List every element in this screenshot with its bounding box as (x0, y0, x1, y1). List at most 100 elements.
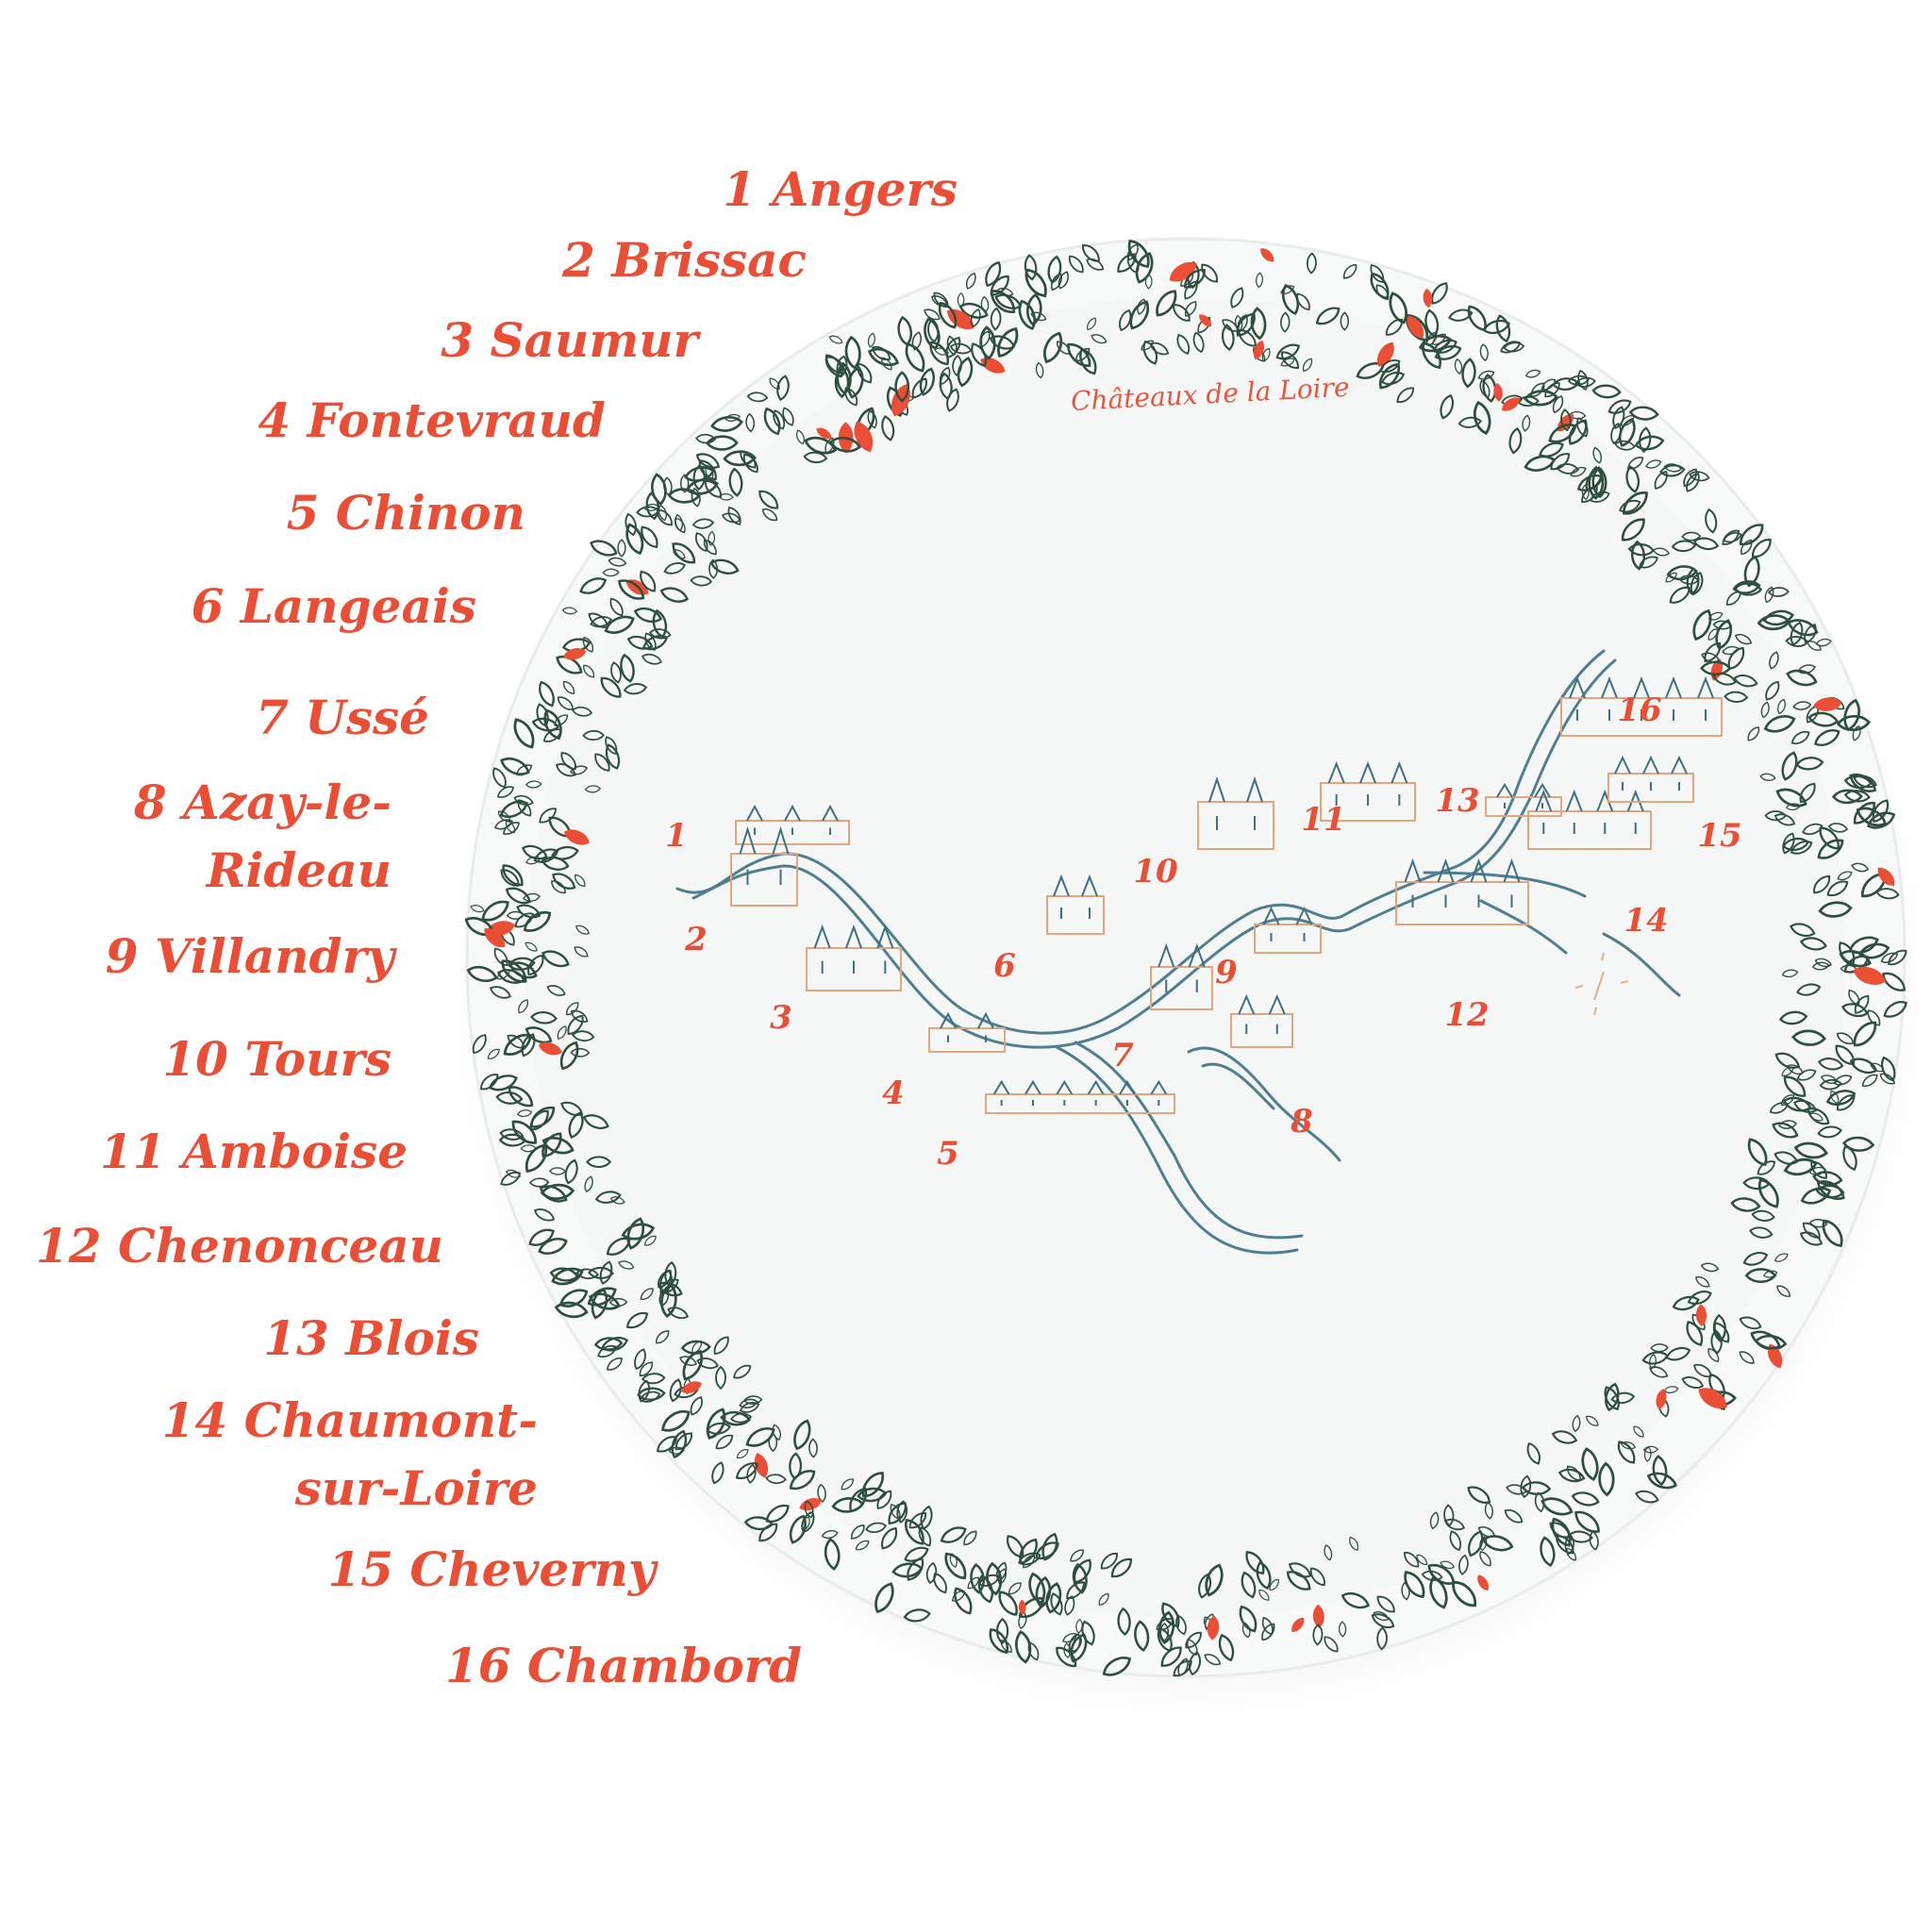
leaf-icon (1401, 1581, 1410, 1601)
leaf-icon (1302, 358, 1313, 373)
leaf-icon (1574, 376, 1596, 388)
leaf-icon (1184, 269, 1206, 289)
leaf-icon (1370, 264, 1385, 284)
leaf-icon (1482, 373, 1497, 403)
leaf-icon (1173, 304, 1191, 322)
leaf-icon (1275, 343, 1301, 360)
leaf-icon (691, 518, 715, 529)
leaf-icon (529, 1109, 549, 1131)
leaf-icon (1783, 1158, 1818, 1176)
legend-item-line: 1 Angers (723, 161, 958, 217)
flower-icon (1853, 966, 1887, 985)
leaf-icon (1712, 1313, 1726, 1342)
plate-well (525, 297, 1846, 1618)
leaf-icon (1590, 491, 1610, 503)
leaf-icon (1686, 1321, 1704, 1346)
leaf-icon (817, 1483, 826, 1503)
leaf-icon (1690, 572, 1704, 596)
leaf-icon (1625, 465, 1641, 493)
leaf-icon (1750, 1330, 1781, 1350)
leaf-icon (698, 459, 717, 481)
leaf-icon (605, 736, 618, 755)
map-number: 14 (1624, 902, 1668, 940)
leaf-icon (1341, 1592, 1371, 1609)
castle-sketch-icon (985, 1079, 1175, 1114)
leaf-icon (1566, 1465, 1581, 1481)
leaf-icon (776, 375, 790, 401)
leaf-icon (946, 335, 958, 356)
leaf-icon (564, 1158, 578, 1185)
leaf-icon (1072, 1562, 1088, 1594)
leaf-icon (1725, 591, 1741, 606)
leaf-icon (1777, 698, 1786, 715)
legend-item: 1 Angers (723, 160, 958, 219)
leaf-icon (1256, 272, 1263, 289)
legend-item-line: 13 Blois (263, 1310, 479, 1366)
leaf-icon (796, 429, 805, 445)
leaf-icon (1854, 994, 1870, 1014)
leaf-icon (533, 1208, 556, 1222)
leaf-icon (1035, 1575, 1052, 1609)
leaf-icon (1762, 609, 1794, 626)
leaf-icon (857, 362, 873, 384)
leaf-icon (639, 1361, 654, 1377)
leaf-icon (1747, 1138, 1768, 1167)
leaf-icon (1693, 1363, 1712, 1378)
leaf-icon (1763, 715, 1796, 733)
leaf-icon (575, 874, 586, 888)
leaf-icon (1883, 1001, 1907, 1018)
leaf-icon (695, 453, 721, 469)
leaf-icon (1541, 1497, 1574, 1516)
leaf-icon (1404, 1571, 1425, 1599)
leaf-icon (718, 492, 734, 501)
leaf-icon (1473, 400, 1491, 436)
leaf-icon (1840, 964, 1857, 974)
leaf-icon (695, 433, 717, 444)
leaf-icon (977, 1574, 993, 1604)
leaf-icon (793, 1419, 811, 1451)
leaf-icon (1642, 1445, 1659, 1454)
leaf-icon (1713, 1322, 1730, 1343)
leaf-icon (1043, 331, 1063, 364)
flower-icon (681, 1381, 702, 1394)
leaf-icon (758, 490, 779, 509)
leaf-icon (740, 450, 757, 469)
leaf-icon (828, 335, 843, 344)
leaf-icon (559, 1041, 579, 1071)
leaf-icon (625, 1311, 649, 1329)
leaf-icon (1836, 1094, 1856, 1111)
leaf-icon (1481, 1535, 1514, 1552)
leaf-icon (1839, 941, 1856, 965)
leaf-icon (1853, 774, 1877, 789)
map-number: 15 (1697, 817, 1741, 855)
leaf-icon (946, 388, 959, 412)
leaf-icon (561, 607, 578, 615)
leaf-icon (1764, 810, 1788, 822)
leaf-icon (1735, 633, 1753, 645)
leaf-icon (633, 608, 663, 623)
leaf-icon (626, 1217, 645, 1250)
leaf-icon (1585, 1415, 1599, 1426)
leaf-icon (1144, 274, 1153, 290)
leaf-icon (1280, 311, 1291, 333)
leaf-icon (761, 508, 778, 522)
leaf-icon (675, 1432, 692, 1451)
river-vienne-bank (1074, 1041, 1304, 1240)
leaf-icon (1137, 298, 1146, 315)
leaf-icon (1340, 311, 1350, 331)
leaf-icon (488, 1074, 518, 1091)
leaf-icon (808, 1438, 818, 1458)
leaf-icon (1853, 801, 1875, 824)
leaf-icon (908, 1512, 927, 1529)
leaf-icon (1623, 491, 1648, 515)
leaf-icon (745, 412, 756, 433)
leaf-icon (1454, 358, 1463, 375)
leaf-icon (952, 354, 962, 376)
leaf-icon (1280, 358, 1295, 367)
leaf-icon (528, 1177, 550, 1188)
castle-sketch-icon (730, 825, 798, 907)
leaf-icon (679, 1356, 697, 1366)
leaf-icon (674, 513, 684, 532)
leaf-icon (997, 327, 1019, 358)
flower-icon (854, 421, 874, 453)
